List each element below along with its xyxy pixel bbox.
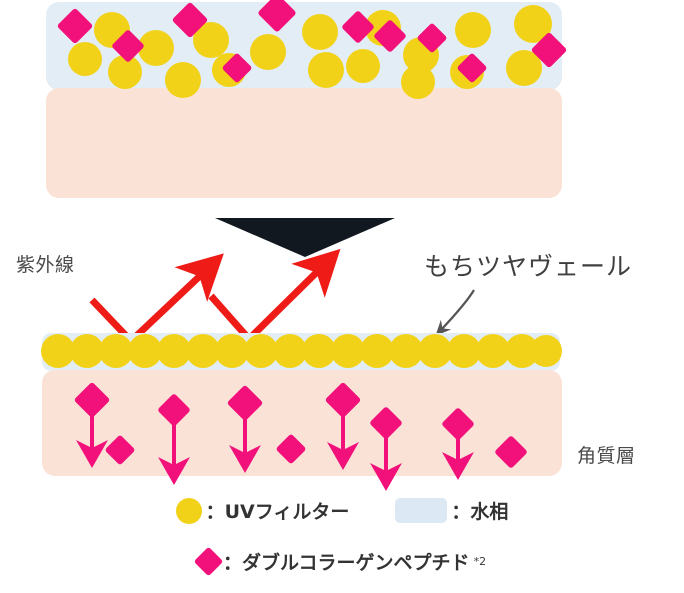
legend-row-2: ：ダブルコラーゲンペプチド *2 bbox=[0, 546, 684, 577]
uv-filter-dot bbox=[506, 50, 542, 86]
uv-ray-reflected-1 bbox=[128, 253, 224, 344]
peptide-diamond bbox=[172, 2, 208, 38]
uv-filter-bead bbox=[418, 334, 452, 368]
peptide-with-arrow bbox=[442, 408, 474, 480]
peptide-with-arrow bbox=[370, 407, 402, 491]
peptide-diamond bbox=[342, 11, 374, 43]
peptide-penetration-group bbox=[74, 382, 474, 491]
peptide-diamond bbox=[457, 53, 487, 83]
uv-filter-dot bbox=[68, 42, 102, 76]
uv-filter-bead bbox=[476, 334, 510, 368]
peptide-diamond bbox=[112, 30, 144, 62]
legend-footnote-marker: *2 bbox=[473, 555, 487, 568]
peptide-diamond bbox=[374, 20, 406, 52]
peptide-diamond bbox=[105, 435, 135, 465]
uv-filter-bead bbox=[389, 334, 423, 368]
uv-filter-bead bbox=[99, 334, 133, 368]
uv-ray-group bbox=[89, 248, 341, 344]
peptide-diamond bbox=[531, 32, 567, 68]
legend-label-uv-filter: ：UVフィルター bbox=[205, 501, 350, 523]
uv-filter-dot bbox=[302, 14, 338, 50]
bottom-panel bbox=[41, 333, 562, 491]
uv-filter-bead bbox=[302, 334, 336, 368]
uv-filter-bead bbox=[128, 334, 162, 368]
uv-filter-bead bbox=[331, 334, 365, 368]
uv-filter-bead-row bbox=[41, 334, 562, 368]
down-arrow bbox=[215, 218, 395, 257]
peptide-diamond bbox=[442, 408, 474, 440]
peptide-diamond bbox=[325, 382, 361, 418]
peptide-swatch-icon bbox=[193, 546, 224, 577]
uv-filter-bead bbox=[215, 334, 249, 368]
stratum-corneum-label: 角質層 bbox=[577, 445, 636, 467]
uv-filter-dot bbox=[193, 22, 229, 58]
uv-filter-dot bbox=[308, 52, 344, 88]
top-skin-layer bbox=[46, 88, 562, 198]
peptide-with-arrow bbox=[227, 385, 263, 473]
peptide-diamond bbox=[158, 394, 190, 426]
legend-item-uv-filter: ：UVフィルター bbox=[175, 497, 350, 524]
peptide-diamond bbox=[57, 8, 93, 44]
uv-ray-incoming-2 bbox=[208, 293, 252, 342]
uv-filter-swatch-icon bbox=[175, 497, 202, 524]
uv-rays-label: 紫外線 bbox=[16, 254, 75, 276]
uv-filter-bead bbox=[505, 334, 539, 368]
uv-filter-dot bbox=[250, 34, 286, 70]
uv-filter-bead bbox=[244, 334, 278, 368]
uv-filter-bead bbox=[41, 334, 75, 368]
uv-filter-bead bbox=[273, 334, 307, 368]
peptide-diamond bbox=[227, 385, 263, 421]
uv-filter-dot bbox=[455, 12, 491, 48]
uv-filter-bead bbox=[530, 335, 562, 367]
uv-filter-dot bbox=[514, 5, 552, 43]
uv-filter-bead bbox=[447, 334, 481, 368]
legend-row-1: ：UVフィルター ：水相 bbox=[0, 497, 684, 524]
uv-filter-dot bbox=[108, 55, 142, 89]
uv-filter-dot bbox=[346, 49, 380, 83]
uv-filter-dot bbox=[401, 65, 435, 99]
uv-filter-dot bbox=[165, 62, 201, 98]
peptide-diamond bbox=[417, 23, 447, 53]
peptide-diamond bbox=[370, 407, 402, 439]
top-panel bbox=[46, 0, 567, 198]
uv-filter-bead bbox=[157, 334, 191, 368]
peptide-static-group bbox=[105, 434, 527, 468]
peptide-diamond bbox=[258, 0, 296, 32]
legend-item-water-phase: ：水相 bbox=[395, 497, 508, 524]
uv-ray-reflected-2 bbox=[246, 248, 341, 342]
uv-filter-bead bbox=[360, 334, 394, 368]
legend-label-peptide: ：ダブルコラーゲンペプチド bbox=[222, 552, 470, 574]
veil-callout-arrow bbox=[435, 289, 475, 336]
peptide-diamond bbox=[222, 53, 252, 83]
legend-item-peptide: ：ダブルコラーゲンペプチド *2 bbox=[193, 546, 487, 577]
peptide-with-arrow bbox=[158, 394, 190, 485]
peptide-diamond bbox=[495, 436, 527, 468]
peptide-with-arrow bbox=[74, 382, 110, 468]
legend-label-water-phase: ：水相 bbox=[451, 501, 509, 523]
water-phase-swatch-icon bbox=[395, 498, 448, 523]
peptide-diamond bbox=[74, 382, 110, 418]
veil-label: もちツヤヴェール bbox=[424, 252, 633, 281]
peptide-diamond bbox=[276, 434, 306, 464]
uv-filter-bead bbox=[70, 334, 104, 368]
peptide-with-arrow bbox=[325, 382, 361, 470]
uv-filter-dot bbox=[138, 30, 174, 66]
top-peptide-group bbox=[57, 0, 567, 83]
uv-filter-bead bbox=[186, 334, 220, 368]
